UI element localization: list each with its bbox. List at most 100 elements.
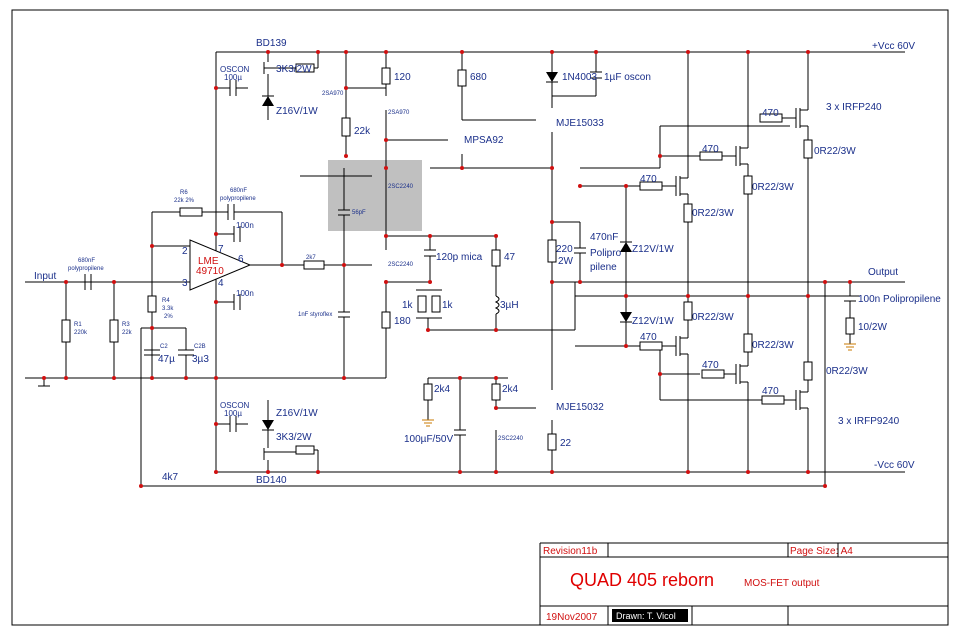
svg-text:BD140: BD140 (256, 475, 287, 486)
svg-text:C2: C2 (160, 344, 168, 350)
svg-text:2W: 2W (558, 256, 574, 267)
svg-text:2k4: 2k4 (502, 384, 519, 395)
svg-text:22k: 22k (122, 330, 133, 336)
svg-text:0R22/3W: 0R22/3W (826, 366, 868, 377)
opamp (151, 204, 304, 310)
ground-symbols (422, 343, 856, 427)
svg-text:C2B: C2B (194, 344, 206, 350)
svg-text:0R22/3W: 0R22/3W (752, 340, 794, 351)
revision: Revision11b (543, 546, 598, 557)
svg-text:0R22/3W: 0R22/3W (692, 208, 734, 219)
date: 19Nov2007 (546, 612, 598, 623)
svg-text:OSCON: OSCON (220, 401, 250, 410)
drawn-box (612, 609, 688, 622)
svg-text:470: 470 (702, 360, 719, 371)
svg-text:2SC2240: 2SC2240 (388, 262, 414, 268)
svg-text:1nF styroflex: 1nF styroflex (298, 312, 332, 318)
svg-text:120: 120 (394, 72, 411, 83)
svg-text:2SC2240: 2SC2240 (388, 184, 414, 190)
svg-text:680nF: 680nF (230, 188, 247, 194)
svg-text:R6: R6 (180, 190, 188, 196)
svg-text:3: 3 (182, 278, 188, 289)
svg-text:680: 680 (470, 72, 487, 83)
svg-text:MPSA92: MPSA92 (464, 135, 504, 146)
svg-text:100n Polipropilene: 100n Polipropilene (858, 294, 941, 305)
svg-text:1k: 1k (442, 300, 454, 311)
svg-text:3µH: 3µH (500, 300, 519, 311)
svg-text:100n: 100n (236, 289, 254, 298)
svg-text:3K3/2W: 3K3/2W (276, 64, 312, 75)
output-bias (575, 125, 860, 401)
opamp-name: LME (198, 256, 219, 267)
input-section (38, 246, 194, 387)
svg-text:220k: 220k (74, 330, 88, 336)
svg-text:3.3k: 3.3k (162, 306, 174, 312)
svg-text:2%: 2% (164, 314, 173, 320)
rails (25, 51, 905, 487)
svg-text:0R22/3W: 0R22/3W (752, 182, 794, 193)
svg-text:1k: 1k (402, 300, 414, 311)
output-nfets (639, 52, 813, 296)
top-bias (216, 52, 319, 120)
svg-text:2k7: 2k7 (306, 255, 316, 261)
svg-text:MJE15033: MJE15033 (556, 118, 604, 129)
subtitle: MOS-FET output (744, 578, 820, 589)
svg-text:Z12V/1W: Z12V/1W (632, 244, 674, 255)
label-input: Input (34, 271, 56, 282)
svg-text:22k 2%: 22k 2% (174, 198, 195, 204)
svg-text:180: 180 (394, 316, 411, 327)
svg-text:polypropilene: polypropilene (68, 266, 104, 272)
label-output: Output (868, 267, 898, 278)
svg-text:22k: 22k (354, 126, 371, 137)
svg-text:470: 470 (702, 144, 719, 155)
svg-text:0R22/3W: 0R22/3W (814, 146, 856, 157)
svg-text:100µF/50V: 100µF/50V (404, 434, 453, 445)
svg-text:OSCON: OSCON (220, 65, 250, 74)
svg-text:47µ: 47µ (158, 354, 175, 365)
svg-text:22: 22 (560, 438, 572, 449)
svg-text:6: 6 (238, 254, 244, 265)
svg-text:Z12V/1W: Z12V/1W (632, 316, 674, 327)
output-pfets (639, 296, 813, 472)
svg-text:470nF: 470nF (590, 232, 618, 243)
svg-text:R3: R3 (122, 322, 130, 328)
title: QUAD 405 reborn (570, 570, 714, 590)
svg-text:470: 470 (640, 174, 657, 185)
title-block: Revision11b Page Size: A4 QUAD 405 rebor… (539, 542, 948, 625)
svg-text:MJE15032: MJE15032 (556, 402, 604, 413)
vas-stage (300, 52, 576, 378)
svg-text:pilene: pilene (590, 262, 617, 273)
highlight-box (328, 160, 422, 231)
svg-text:Z16V/1W: Z16V/1W (276, 106, 318, 117)
label-vcc-pos: +Vcc 60V (872, 41, 915, 52)
svg-text:120p mica: 120p mica (436, 252, 483, 263)
svg-text:47: 47 (504, 252, 516, 263)
svg-text:220: 220 (556, 244, 573, 255)
page-size: Page Size: A4 (790, 546, 853, 557)
svg-text:7: 7 (218, 244, 224, 255)
svg-text:56pF: 56pF (352, 210, 366, 216)
drawn-by: Drawn: T. Vicol (616, 611, 676, 621)
svg-text:100µ: 100µ (224, 409, 242, 418)
bottom-bias (216, 400, 319, 472)
label-vcc-neg: -Vcc 60V (874, 460, 915, 471)
svg-text:3K3/2W: 3K3/2W (276, 432, 312, 443)
svg-text:2SC2240: 2SC2240 (498, 436, 524, 442)
svg-text:1µF oscon: 1µF oscon (604, 72, 651, 83)
svg-text:470: 470 (762, 386, 779, 397)
svg-text:R4: R4 (162, 298, 170, 304)
svg-text:4: 4 (218, 278, 224, 289)
svg-text:2SA970: 2SA970 (322, 91, 344, 97)
svg-text:100µ: 100µ (224, 73, 242, 82)
driver-stage (423, 52, 602, 472)
svg-text:100n: 100n (236, 221, 254, 230)
svg-text:10/2W: 10/2W (858, 322, 887, 333)
svg-text:BD139: BD139 (256, 38, 287, 49)
svg-text:3µ3: 3µ3 (192, 354, 209, 365)
opamp-part: 49710 (196, 266, 224, 277)
labels: +Vcc 60V -Vcc 60V Input Output BD139 BD1… (34, 38, 941, 486)
junction-dots (42, 50, 852, 488)
svg-text:4k7: 4k7 (162, 472, 179, 483)
svg-text:R1: R1 (74, 322, 82, 328)
